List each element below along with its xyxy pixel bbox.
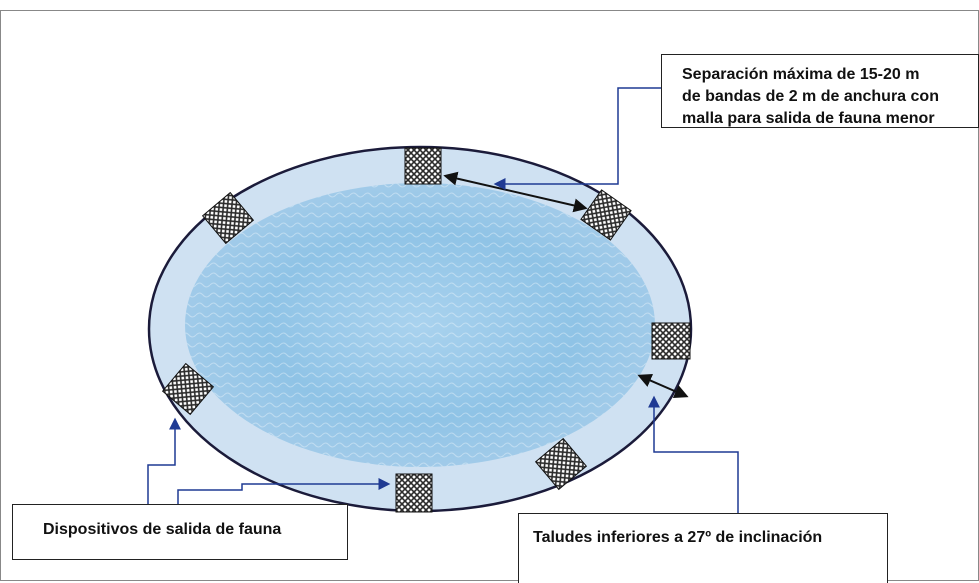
callout-slopes-text: Taludes inferiores a 27º de inclinación: [533, 529, 823, 546]
leader-slopes: [648, 395, 739, 513]
mesh-band-top-right: [580, 189, 632, 241]
spacing-arrow: [443, 171, 588, 213]
slope-width-arrow: [637, 374, 689, 398]
leader-exit-left: [147, 417, 181, 504]
callout-spacing-line-1: Separación máxima de 15-20 m: [682, 66, 920, 83]
callout-exit-devices-text: Dispositivos de salida de fauna: [43, 521, 282, 538]
leader-spacing: [493, 87, 661, 190]
mesh-band-top-left: [201, 191, 255, 245]
mesh-band-right: [651, 322, 691, 360]
callout-exit-devices: Dispositivos de salida de fauna: [12, 504, 348, 560]
callout-spacing-line-3: malla para salida de fauna menor: [682, 110, 935, 127]
callout-spacing: Separación máxima de 15-20 m de bandas d…: [661, 54, 979, 128]
callout-spacing-line-2: de bandas de 2 m de anchura con: [682, 88, 939, 105]
mesh-band-bottom-right: [534, 437, 588, 491]
pond-water-ripples: [185, 183, 655, 467]
callout-slopes: Taludes inferiores a 27º de inclinación: [518, 513, 888, 583]
mesh-band-left: [161, 362, 215, 416]
leader-exit-bottom: [177, 478, 391, 504]
mesh-band-top: [404, 147, 442, 185]
mesh-band-bottom: [395, 473, 433, 513]
